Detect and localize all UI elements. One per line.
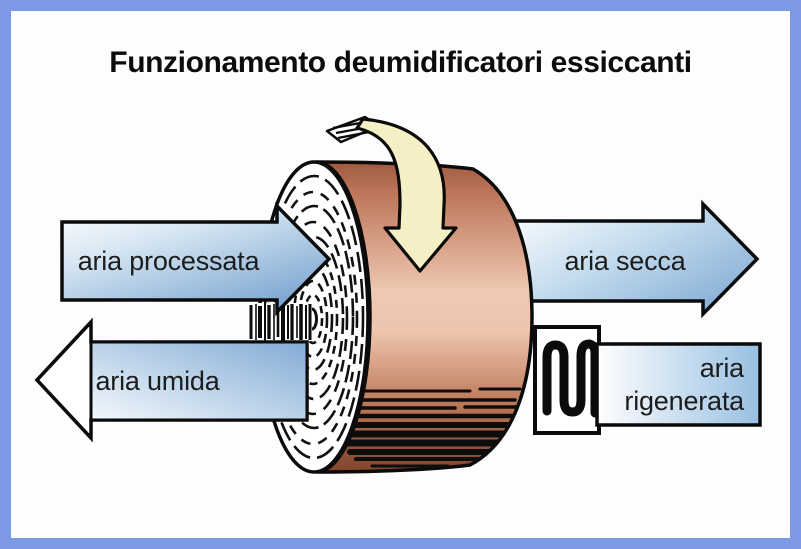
drum-body bbox=[315, 160, 534, 474]
label-processed-air: aria processata bbox=[77, 245, 260, 276]
processed-air-arrow bbox=[60, 201, 332, 317]
diagram-title: Funzionamento deumidificatori essiccanti bbox=[109, 46, 692, 79]
heater-coil-icon bbox=[533, 325, 601, 435]
rotation-arrow-ribbon bbox=[355, 117, 458, 273]
regenerated-air-box bbox=[595, 342, 762, 427]
label-regenerated-air: aria rigenerata bbox=[624, 352, 744, 416]
air-duct-hatch bbox=[248, 303, 312, 341]
label-humid-air: aria umida bbox=[95, 365, 220, 396]
humid-air-arrow bbox=[34, 317, 309, 443]
dry-air-arrow bbox=[503, 199, 760, 319]
label-dry-air: aria secca bbox=[564, 245, 686, 276]
rotation-arrow-icon bbox=[325, 115, 458, 273]
